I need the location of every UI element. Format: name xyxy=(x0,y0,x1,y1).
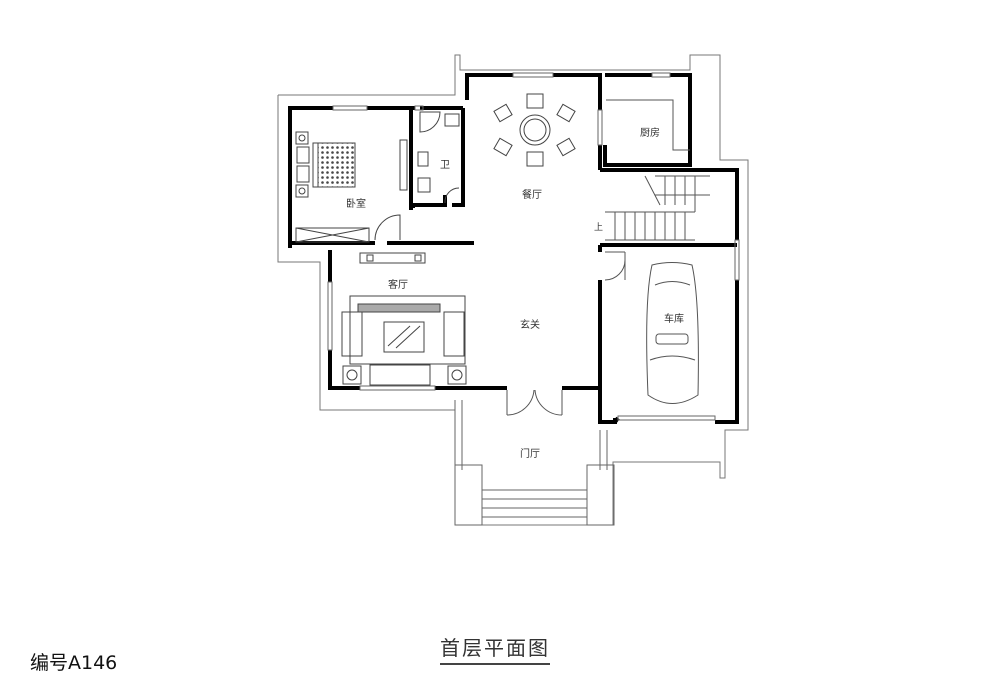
room-label-kitchen: 厨房 xyxy=(640,128,660,139)
room-label-living: 客厅 xyxy=(388,280,408,291)
wardrobe xyxy=(295,227,370,243)
tv-cabinet xyxy=(399,139,408,191)
drawing-title: 首层平面图 xyxy=(440,632,550,665)
drawing-code: 编号A146 xyxy=(30,652,118,674)
room-label-bathroom: 卫 xyxy=(440,160,450,171)
room-label-bedroom: 卧室 xyxy=(346,199,366,210)
bedroom-door xyxy=(374,214,401,241)
room-label-foyer: 玄关 xyxy=(520,320,540,331)
entry-door xyxy=(506,389,563,416)
wall-bedroom xyxy=(288,106,333,248)
wall-dining xyxy=(465,73,513,100)
outer-outline xyxy=(277,54,749,526)
sofa-set xyxy=(341,252,467,386)
wall-stair xyxy=(600,168,739,240)
room-label-porch: 门厅 xyxy=(520,449,540,460)
porch xyxy=(454,400,615,526)
kitchen-counter xyxy=(606,99,690,151)
window xyxy=(332,105,368,111)
car xyxy=(646,262,699,404)
stair-up-label: 上 xyxy=(594,223,604,233)
dining-table xyxy=(493,93,576,167)
staircase xyxy=(604,175,710,281)
room-label-garage: 车库 xyxy=(664,314,684,325)
room-label-dining: 餐厅 xyxy=(522,190,542,201)
